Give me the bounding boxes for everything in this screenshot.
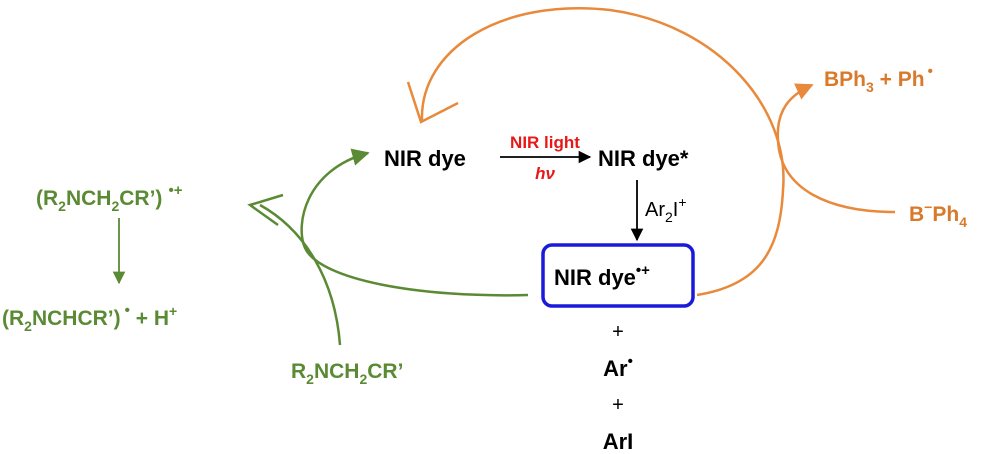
orange-open-arrowhead bbox=[406, 81, 459, 124]
orange-cycle-arrow bbox=[420, 7, 785, 297]
oxidant-label: Ar2I+ bbox=[645, 194, 687, 225]
orange-borate-arrow bbox=[776, 83, 896, 214]
green-dye-regeneration-arrow bbox=[300, 148, 529, 297]
green-open-arrowhead bbox=[247, 193, 284, 227]
nir-dye-label: NIR dye bbox=[384, 146, 466, 171]
hv-label: hν bbox=[535, 164, 555, 183]
aryl-radical-label: Ar• bbox=[603, 353, 633, 381]
bph3-ph-radical-label: BPh3 + Ph• bbox=[824, 63, 933, 95]
green-amine-oxidation-arrow bbox=[259, 203, 342, 346]
alpha-aminoalkyl-radical-label: (R2NCHCR’)• + H+ bbox=[2, 302, 177, 334]
plus-sign-2: + bbox=[612, 394, 624, 416]
nir-light-label: NIR light bbox=[510, 133, 580, 152]
radical-cation-box bbox=[541, 243, 695, 308]
amine-radical-cation-label: (R2NCH2CR’)•+ bbox=[36, 182, 183, 214]
borate-label: B−Ph4 bbox=[909, 199, 967, 230]
aryl-iodide-label: ArI bbox=[603, 429, 634, 454]
plus-sign-1: + bbox=[612, 321, 624, 343]
nir-dye-excited-label: NIR dye* bbox=[598, 146, 689, 171]
amine-coinitiator-label: R2NCH2CR’ bbox=[291, 360, 403, 387]
nir-dye-radical-cation-label: NIR dye•+ bbox=[554, 262, 650, 290]
